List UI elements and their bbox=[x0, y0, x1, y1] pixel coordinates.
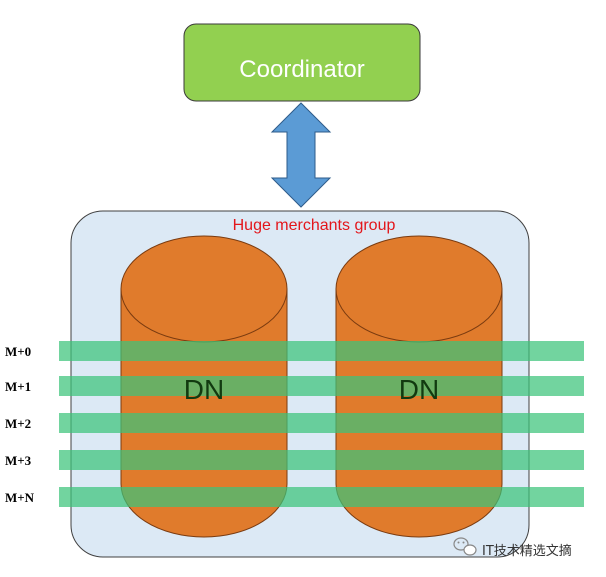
row-label: M+0 bbox=[5, 344, 31, 359]
double-arrow-vertical-icon bbox=[270, 102, 332, 208]
coordinator-box bbox=[183, 23, 421, 102]
coordinator-label: Coordinator bbox=[239, 56, 364, 83]
cylinder-top bbox=[335, 235, 503, 343]
row-bands bbox=[59, 341, 584, 507]
row-label: M+3 bbox=[5, 453, 32, 468]
data-node-label: DN bbox=[399, 374, 439, 405]
row-labels: M+0M+1M+2M+3M+N bbox=[5, 344, 35, 505]
row-band bbox=[59, 487, 584, 507]
group-label: Huge merchants group bbox=[233, 217, 396, 234]
row-band bbox=[59, 413, 584, 433]
row-band bbox=[59, 450, 584, 470]
data-node-label: DN bbox=[184, 374, 224, 405]
row-label: M+1 bbox=[5, 379, 31, 394]
row-band bbox=[59, 376, 584, 396]
row-label: M+2 bbox=[5, 416, 31, 431]
row-label: M+N bbox=[5, 490, 35, 505]
watermark: IT技术精选文摘 bbox=[453, 537, 572, 559]
coordinator-node: Coordinator bbox=[183, 23, 421, 102]
cylinder-top bbox=[120, 235, 288, 343]
watermark-text: IT技术精选文摘 bbox=[482, 543, 572, 559]
row-band bbox=[59, 341, 584, 361]
wechat-icon bbox=[453, 537, 477, 556]
data-node-labels: DN DN bbox=[184, 374, 439, 405]
